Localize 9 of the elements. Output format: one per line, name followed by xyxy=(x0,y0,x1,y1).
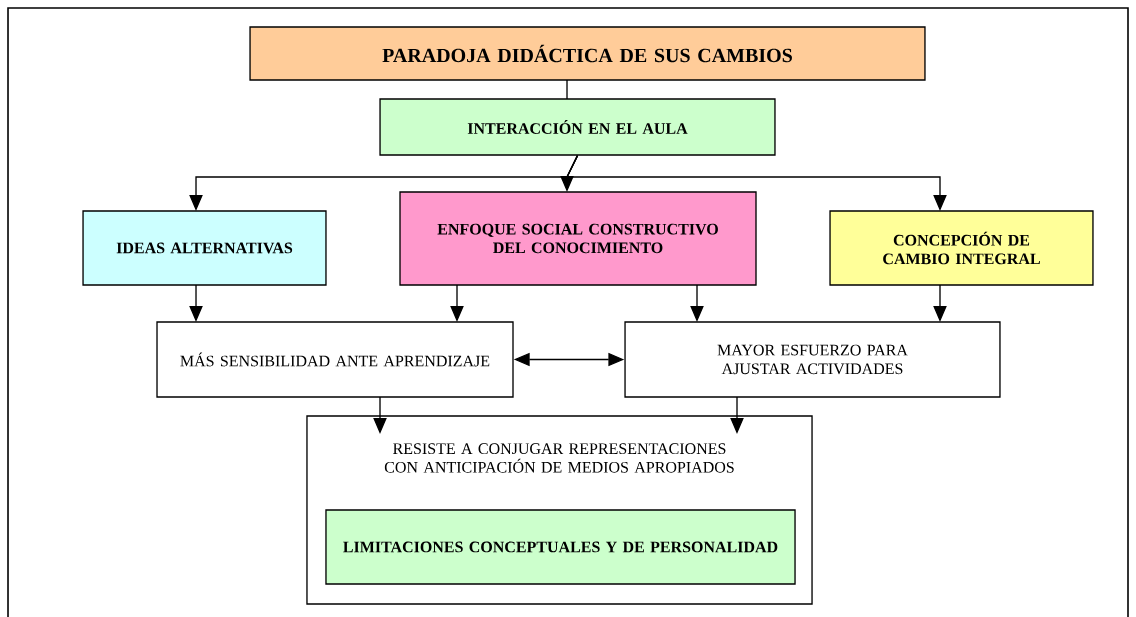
process-box: ENFOQUE SOCIAL CONSTRUCTIVO DEL CONOCIMIENTO xyxy=(399,191,757,286)
process-box: IDEAS ALTERNATIVAS xyxy=(82,210,327,286)
process-box: LIMITACIONES CONCEPTUALES Y DE PERSONALIDAD xyxy=(325,509,796,585)
process-box: MÁS SENSIBILIDAD ANTE APRENDIZAJE xyxy=(156,321,514,398)
process-box: CONCEPCIÓN DE CAMBIO INTEGRAL xyxy=(829,210,1094,286)
connector-line xyxy=(566,79,568,100)
process-box: MAYOR ESFUERZO PARA AJUSTAR ACTIVIDADES xyxy=(624,321,1001,398)
process-box: INTERACCIÓN EN EL AULA xyxy=(379,98,776,156)
title-box: PARADOJA DIDÁCTICA DE SUS CAMBIOS xyxy=(249,26,926,81)
